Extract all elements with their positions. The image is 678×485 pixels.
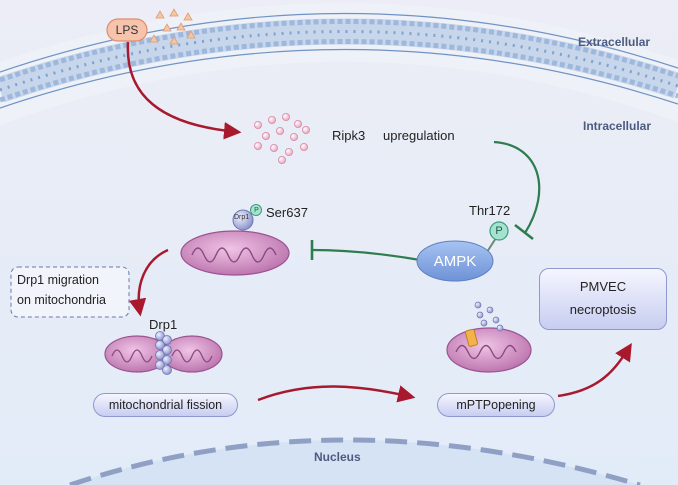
mitochondrion-top xyxy=(180,204,290,276)
ripk3-molecules xyxy=(253,113,310,164)
phospho-thr172: P xyxy=(495,225,503,237)
thr172-label: Thr172 xyxy=(469,203,511,218)
phospho-ser637: P xyxy=(254,207,259,214)
upregulation-label: upregulation xyxy=(383,128,455,143)
drp1-label: Drp1 xyxy=(149,317,178,332)
cell-membrane xyxy=(0,2,678,125)
drp1-migration-box xyxy=(10,266,130,318)
drp1-migration-line1: Drp1 migration xyxy=(17,273,99,287)
mitochondrion-mptp xyxy=(446,301,532,373)
lps-to-ripk3-arrow xyxy=(126,41,242,140)
fission-to-mptp-arrow xyxy=(257,385,416,403)
intracellular-label: Intracellular xyxy=(583,119,652,133)
nucleus xyxy=(69,437,641,485)
pmvec-necroptosis-box: PMVEC necroptosis xyxy=(539,268,667,330)
ripk3-inhibits-ampk xyxy=(493,140,541,241)
drp1-small-label: Drp1 xyxy=(234,214,250,221)
mptp-opening-pill: mPTPopening xyxy=(437,393,555,417)
nucleus-label: Nucleus xyxy=(314,450,361,464)
ampk-node xyxy=(416,221,509,282)
mitochondrion-fission xyxy=(104,331,223,375)
ampk-label: AMPK xyxy=(433,252,477,270)
drp1-migration-arrow xyxy=(128,248,169,317)
lps-particles xyxy=(149,8,196,45)
drp1-migration-line2: on mitochondria xyxy=(17,293,106,307)
lps-label: LPS xyxy=(115,23,139,37)
ser637-label: Ser637 xyxy=(266,205,308,220)
pmvec-label: PMVEC xyxy=(579,279,627,294)
mitochondrial-fission-pill: mitochondrial fission xyxy=(93,393,238,417)
necroptosis-label: necroptosis xyxy=(569,302,637,317)
lps-node xyxy=(106,18,148,42)
mptp-to-necroptosis-arrow xyxy=(557,343,632,398)
ampk-inhibits-drp1 xyxy=(310,240,421,262)
ripk3-label: Ripk3 xyxy=(332,128,366,143)
extracellular-label: Extracellular xyxy=(578,35,651,49)
